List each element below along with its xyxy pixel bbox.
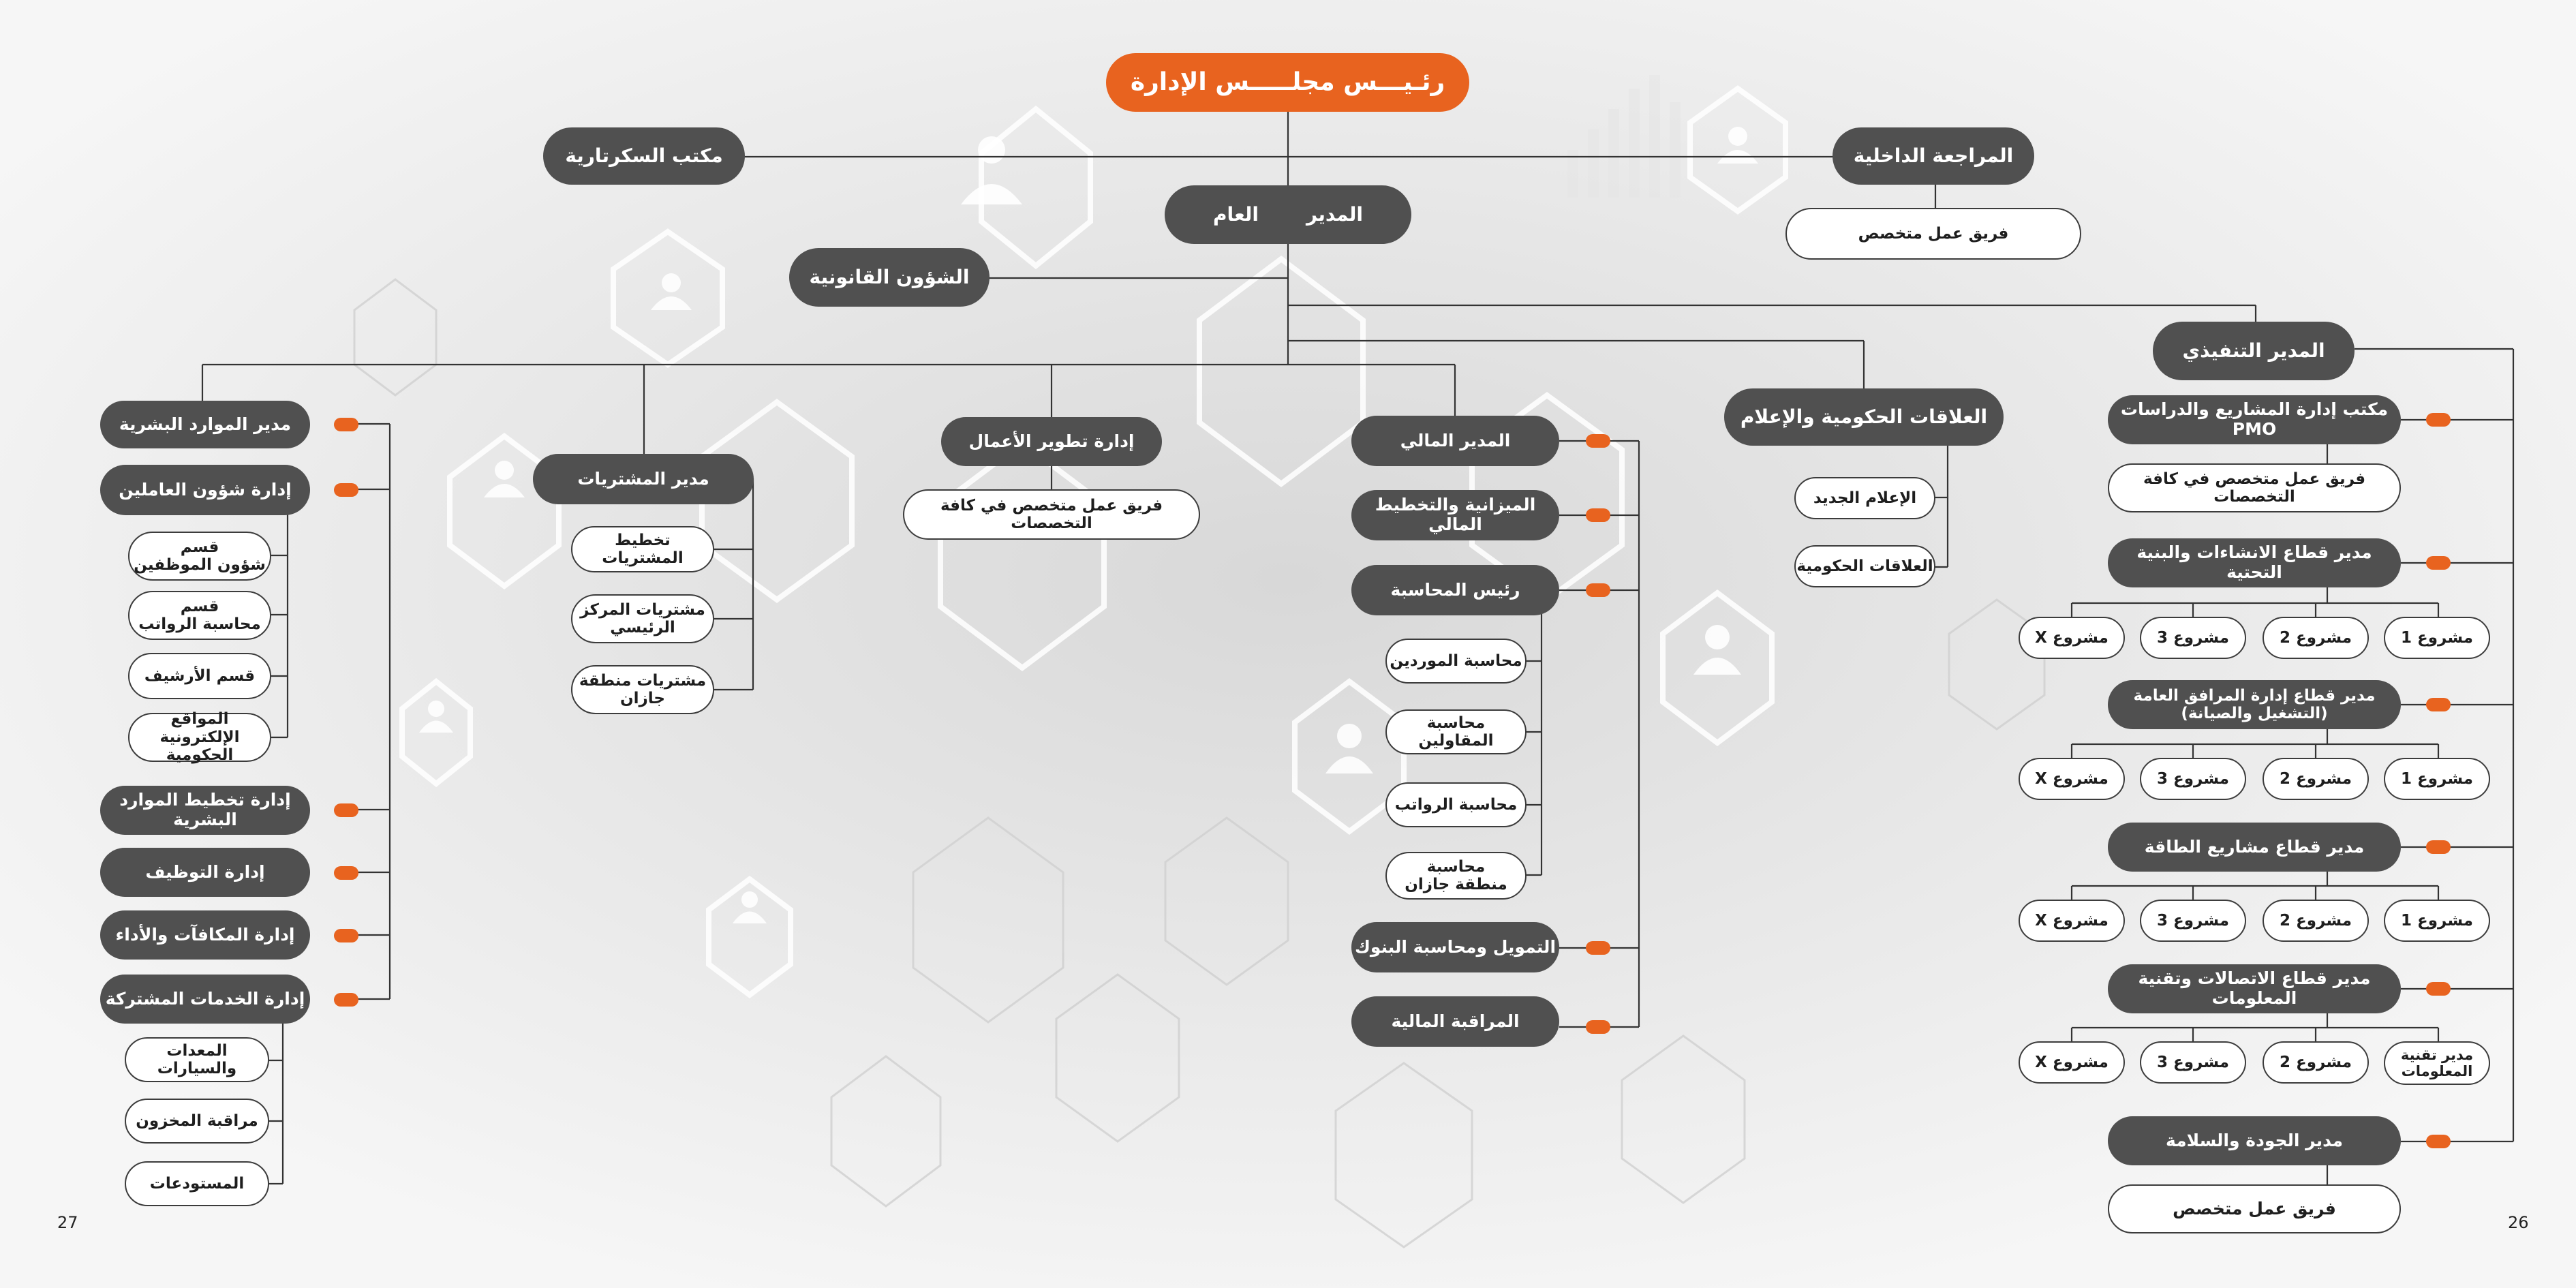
secretariat-box[interactable]: مكتب السكرتارية xyxy=(543,127,745,185)
finance-accounting-sub-2[interactable]: محاسبة المقاولين xyxy=(1385,709,1527,754)
hr-rewards-box[interactable]: إدارة المكافآت والأداء xyxy=(100,910,310,960)
quality-safety-box[interactable]: مدير الجودة والسلامة xyxy=(2108,1116,2401,1165)
construction-project-3[interactable]: مشروع 3 xyxy=(2140,617,2246,659)
telecom-it-manager[interactable]: مدير تقنية المعلومات xyxy=(2384,1041,2490,1085)
general-manager-word1: المدير xyxy=(1306,202,1363,226)
utilities-project-2[interactable]: مشروع 2 xyxy=(2263,758,2369,800)
hr-recruitment-connector-dot xyxy=(334,866,358,880)
page-number-left: 27 xyxy=(57,1213,78,1232)
utilities-connector-dot xyxy=(2426,698,2451,711)
hr-shared-sub-3[interactable]: المستودعات xyxy=(125,1161,269,1206)
business-dev-head-box[interactable]: إدارة تطوير الأعمال xyxy=(941,417,1162,466)
hr-planning-box[interactable]: إدارة تخطيط الموارد البشرية xyxy=(100,786,310,835)
finance-accounting-sub-3[interactable]: محاسبة الرواتب xyxy=(1385,782,1527,827)
gov-relations-sub-1[interactable]: الإعلام الجديد xyxy=(1794,477,1935,519)
finance-banking-connector-dot xyxy=(1586,941,1610,955)
energy-project-3[interactable]: مشروع 3 xyxy=(2140,900,2246,942)
hr-personnel-sub-1[interactable]: قسم شؤون الموظفين xyxy=(128,532,271,581)
finance-head-connector-dot xyxy=(1586,434,1610,448)
general-manager-word2: العام xyxy=(1213,202,1259,226)
pmo-box[interactable]: مكتب إدارة المشاريع والدراسات PMO xyxy=(2108,395,2401,444)
hr-planning-connector-dot xyxy=(334,803,358,817)
internal-audit-box[interactable]: المراجعة الداخلية xyxy=(1833,127,2034,185)
general-manager-box[interactable]: المدير العام xyxy=(1165,185,1411,244)
energy-connector-dot xyxy=(2426,840,2451,854)
construction-project-x[interactable]: مشروع X xyxy=(2019,617,2125,659)
page-number-right: 26 xyxy=(2508,1213,2529,1232)
finance-budget-box[interactable]: الميزانية والتخطيط المالي xyxy=(1351,490,1559,540)
finance-chief-accountant-box[interactable]: رئيس المحاسبة xyxy=(1351,565,1559,615)
pmo-team-box[interactable]: فريق عمل متخصص في كافة التخصصات xyxy=(2108,463,2401,512)
energy-project-2[interactable]: مشروع 2 xyxy=(2263,900,2369,942)
hr-shared-sub-1[interactable]: المعدات والسيارات xyxy=(125,1037,269,1082)
executive-director-box[interactable]: المدير التنفيذي xyxy=(2153,322,2355,380)
construction-project-1[interactable]: مشروع 1 xyxy=(2384,617,2490,659)
business-dev-team-box[interactable]: فريق عمل متخصص في كافة التخصصات xyxy=(903,489,1200,540)
quality-team-box[interactable]: فريق عمل متخصص xyxy=(2108,1184,2401,1233)
hr-personnel-sub-2[interactable]: قسم محاسبة الرواتب xyxy=(128,591,271,640)
finance-banking-box[interactable]: التمويل ومحاسبة البنوك xyxy=(1351,922,1559,972)
gov-relations-head-box[interactable]: العلاقات الحكومية والإعلام xyxy=(1724,388,2004,446)
finance-accounting-sub-1[interactable]: محاسبة الموردين xyxy=(1385,639,1527,684)
hr-rewards-connector-dot xyxy=(334,929,358,942)
utilities-project-1[interactable]: مشروع 1 xyxy=(2384,758,2490,800)
hr-shared-services-box[interactable]: إدارة الخدمات المشتركة xyxy=(100,975,310,1024)
telecom-sector-box[interactable]: مدير قطاع الاتصالات وتقنية المعلومات xyxy=(2108,964,2401,1013)
quality-connector-dot xyxy=(2426,1135,2451,1148)
construction-project-2[interactable]: مشروع 2 xyxy=(2263,617,2369,659)
hr-personnel-sub-3[interactable]: قسم الأرشيف xyxy=(128,653,271,699)
construction-connector-dot xyxy=(2426,556,2451,570)
procurement-sub-2[interactable]: مشتريات المركز الرئيسي xyxy=(571,594,714,643)
hr-shared-sub-2[interactable]: مراقبة المخزون xyxy=(125,1099,269,1144)
procurement-sub-3[interactable]: مشتريات منطقة جازان xyxy=(571,665,714,714)
pmo-connector-dot xyxy=(2426,413,2451,427)
energy-project-1[interactable]: مشروع 1 xyxy=(2384,900,2490,942)
hr-personnel-connector-dot xyxy=(334,483,358,497)
utilities-sector-box[interactable]: مدير قطاع إدارة المرافق العامة (التشغيل … xyxy=(2108,680,2401,729)
chairman-box[interactable]: رئـيـــس مجلـــــس الإدارة xyxy=(1106,53,1469,112)
internal-audit-team-box[interactable]: فريق عمل متخصص xyxy=(1785,208,2081,260)
hr-recruitment-box[interactable]: إدارة التوظيف xyxy=(100,848,310,897)
utilities-project-x[interactable]: مشروع X xyxy=(2019,758,2125,800)
utilities-project-3[interactable]: مشروع 3 xyxy=(2140,758,2246,800)
hr-head-connector-dot xyxy=(334,418,358,431)
finance-chief-connector-dot xyxy=(1586,583,1610,597)
gov-relations-sub-2[interactable]: العلاقات الحكومية xyxy=(1794,545,1935,587)
telecom-connector-dot xyxy=(2426,982,2451,996)
telecom-project-x[interactable]: مشروع X xyxy=(2019,1041,2125,1084)
finance-accounting-sub-4[interactable]: محاسبة منطقة جازان xyxy=(1385,852,1527,900)
hr-head-box[interactable]: مدير الموارد البشرية xyxy=(100,401,310,448)
procurement-sub-1[interactable]: تخطيط المشتريات xyxy=(571,526,714,572)
construction-sector-box[interactable]: مدير قطاع الانشاءات والبنية التحتية xyxy=(2108,538,2401,587)
finance-budget-connector-dot xyxy=(1586,508,1610,522)
procurement-head-box[interactable]: مدير المشتريات xyxy=(533,454,754,504)
legal-affairs-box[interactable]: الشؤون القانونية xyxy=(789,248,990,307)
energy-project-x[interactable]: مشروع X xyxy=(2019,900,2125,942)
finance-control-box[interactable]: المراقبة المالية xyxy=(1351,996,1559,1047)
finance-head-box[interactable]: المدير المالي xyxy=(1351,416,1559,466)
finance-control-connector-dot xyxy=(1586,1020,1610,1034)
hr-personnel-box[interactable]: إدارة شؤون العاملين xyxy=(100,465,310,515)
energy-sector-box[interactable]: مدير قطاع مشاريع الطاقة xyxy=(2108,823,2401,872)
telecom-project-2[interactable]: مشروع 2 xyxy=(2263,1041,2369,1084)
hr-shared-connector-dot xyxy=(334,993,358,1007)
hr-personnel-sub-4[interactable]: المواقع الإلكترونية الحكومية xyxy=(128,710,271,764)
telecom-project-3[interactable]: مشروع 3 xyxy=(2140,1041,2246,1084)
